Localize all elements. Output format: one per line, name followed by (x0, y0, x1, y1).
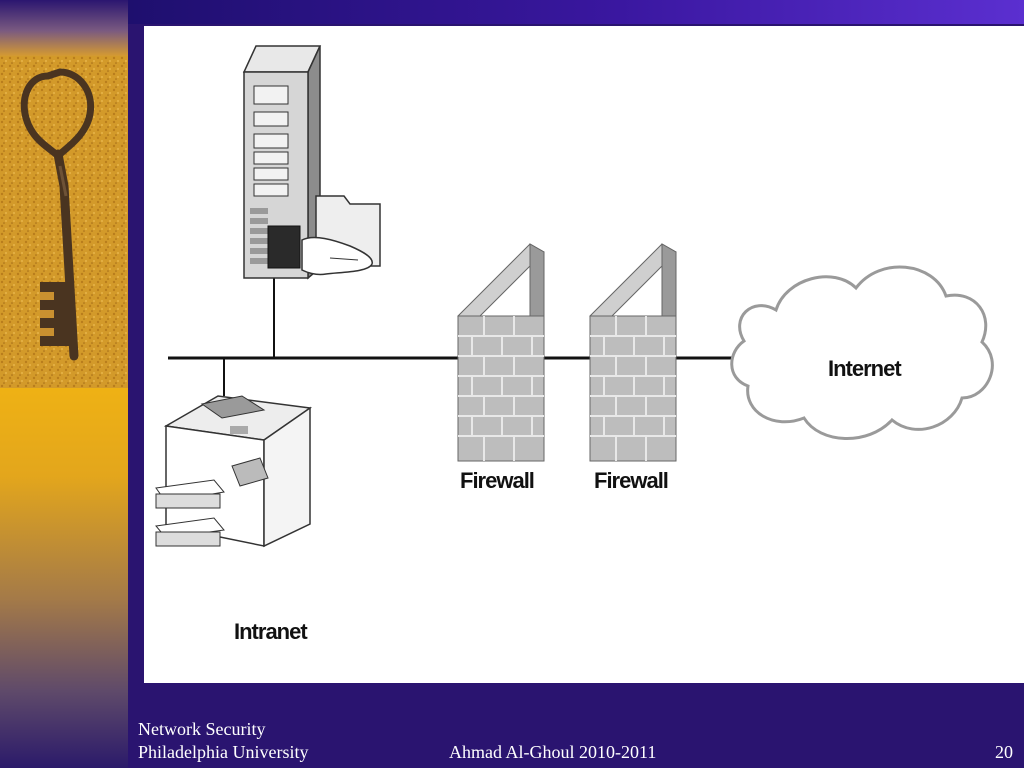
hand-folder-icon (301, 195, 381, 276)
internet-cloud-icon (730, 265, 994, 440)
footer-course: Network Security (138, 719, 266, 739)
internet-label: Internet (828, 356, 902, 381)
slide-content-area: Firewall Firewall Internet Intranet (144, 26, 1024, 683)
intranet-label: Intranet (234, 619, 308, 644)
page-number: 20 (995, 742, 1013, 762)
firewall-label-1: Firewall (460, 468, 534, 493)
network-diagram: Firewall Firewall Internet Intranet (155, 45, 994, 644)
firewall-label-2: Firewall (594, 468, 668, 493)
antique-key-image (0, 56, 128, 388)
top-gradient-band (128, 0, 1024, 24)
footer-university: Philadelphia University (138, 742, 309, 762)
firewall-icon-2 (589, 243, 677, 462)
firewall-icon-1 (457, 243, 545, 462)
printer-icon (155, 395, 313, 548)
footer-author: Ahmad Al-Ghoul 2010-2011 (449, 742, 657, 762)
